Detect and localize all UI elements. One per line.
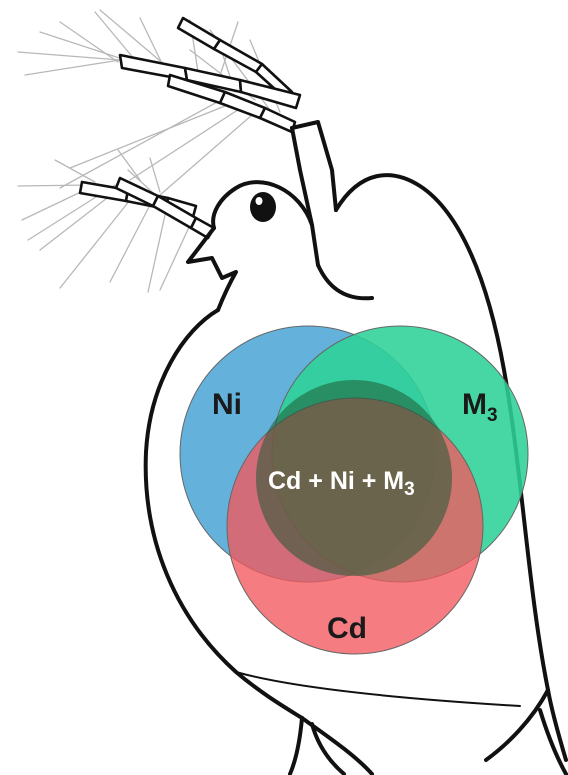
label-center-sub: 3 xyxy=(404,479,415,500)
label-center-base: Cd + Ni + M xyxy=(268,467,404,495)
label-m3-sub: 3 xyxy=(487,405,498,426)
label-cd-text: Cd xyxy=(327,612,367,645)
eye-icon xyxy=(250,192,276,222)
label-cd: Cd xyxy=(327,612,367,645)
label-ni: Ni xyxy=(212,388,242,421)
label-m3-base: M xyxy=(462,388,487,421)
label-ni-text: Ni xyxy=(212,388,242,421)
